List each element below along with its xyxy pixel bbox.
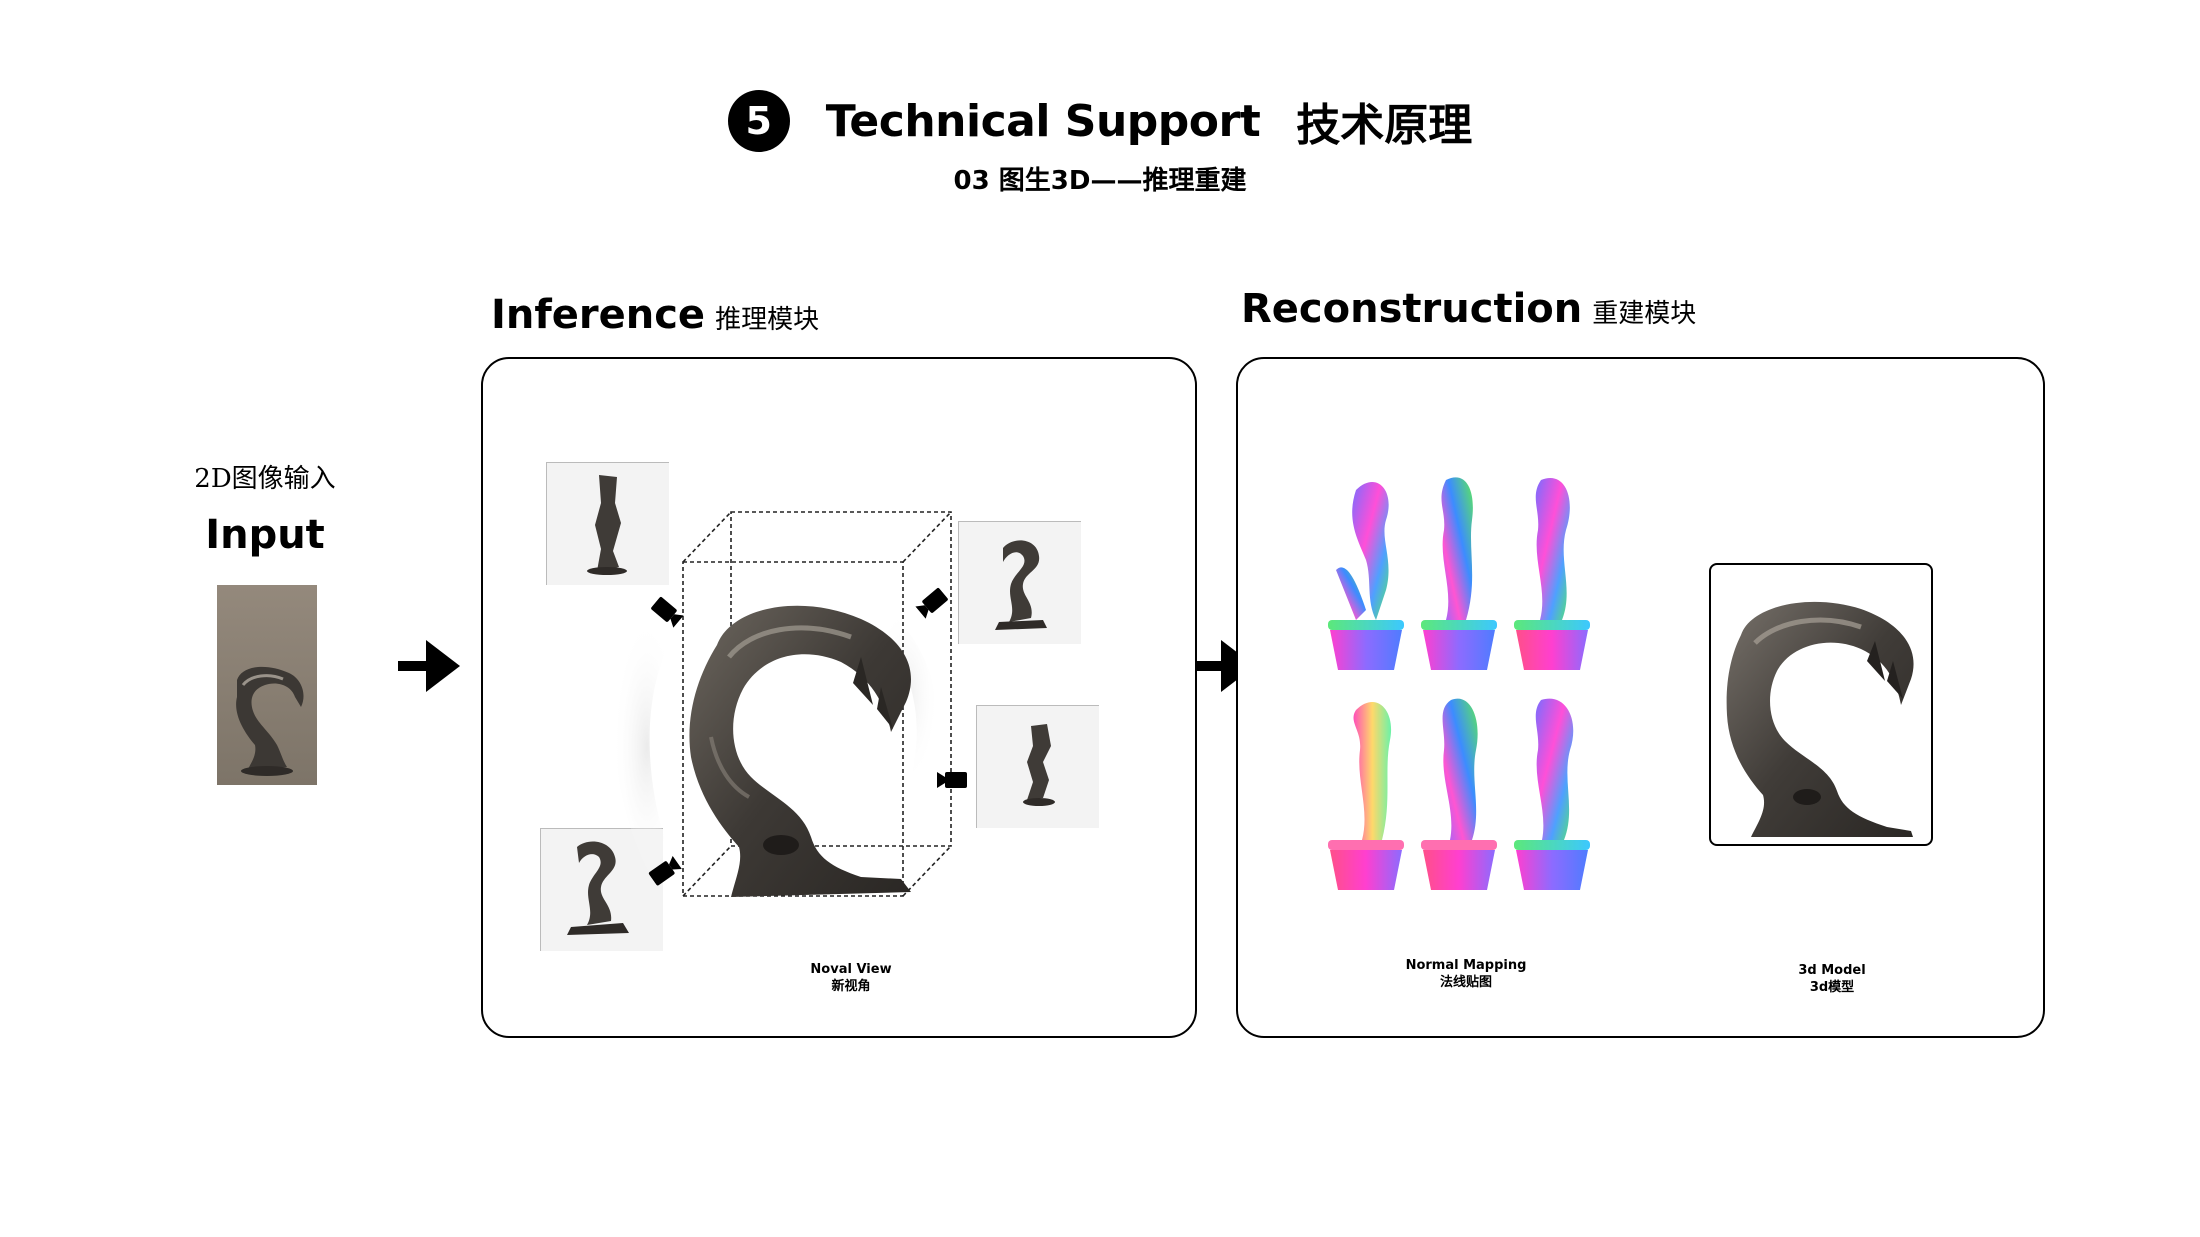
- reconstruction-title-en: Reconstruction: [1241, 286, 1583, 332]
- step-number-badge: 5: [727, 90, 790, 152]
- inference-title-zh: 推理模块: [715, 305, 820, 335]
- inference-title-en: Inference: [491, 292, 706, 338]
- arrow-right-icon: [398, 640, 460, 692]
- 3d-model-graphic: [1726, 601, 1914, 837]
- page-title-zh: 技术原理: [1296, 100, 1473, 151]
- normal-mapping-caption-zh: 法线贴图: [1439, 975, 1492, 990]
- page-subtitle: 03 图生3D——推理重建: [953, 166, 1247, 196]
- camera-icon: [651, 597, 684, 628]
- normal-mapping-caption-en: Normal Mapping: [1405, 958, 1527, 973]
- camera-icon: [915, 588, 948, 619]
- reconstruction-title-zh: 重建模块: [1592, 299, 1697, 329]
- reconstruction-section-title: Reconstruction 重建模块: [1241, 286, 1696, 332]
- 3d-model-caption-zh: 3d模型: [1809, 980, 1855, 995]
- header-row: 5 Technical Support 技术原理: [0, 84, 2200, 158]
- novel-view-thumbnail: [958, 521, 1081, 644]
- 3d-model-preview: [1709, 563, 1933, 846]
- sculpture-photo-graphic: [217, 585, 317, 785]
- normal-mapping-grid: [1328, 477, 1590, 890]
- camera-icon: [648, 855, 682, 886]
- input-photo: [217, 585, 317, 785]
- input-title: Input: [205, 512, 325, 558]
- inference-central-graphic: [612, 511, 952, 897]
- page-title-en: Technical Support: [825, 95, 1261, 147]
- 3d-model-caption-en: 3d Model: [1798, 963, 1866, 978]
- novel-view-thumbnail: [976, 705, 1099, 828]
- novel-view-caption: Noval View 新视角: [761, 961, 941, 995]
- normal-mapping-caption: Normal Mapping 法线贴图: [1376, 957, 1556, 991]
- novel-view-thumbnail: [546, 462, 669, 585]
- novel-view-caption-zh: 新视角: [831, 979, 871, 994]
- input-caption: 2D图像输入: [194, 464, 336, 494]
- camera-icon: [937, 772, 967, 788]
- novel-view-caption-en: Noval View: [810, 962, 892, 977]
- inference-section-title: Inference 推理模块: [491, 292, 819, 338]
- 3d-model-caption: 3d Model 3d模型: [1742, 962, 1922, 996]
